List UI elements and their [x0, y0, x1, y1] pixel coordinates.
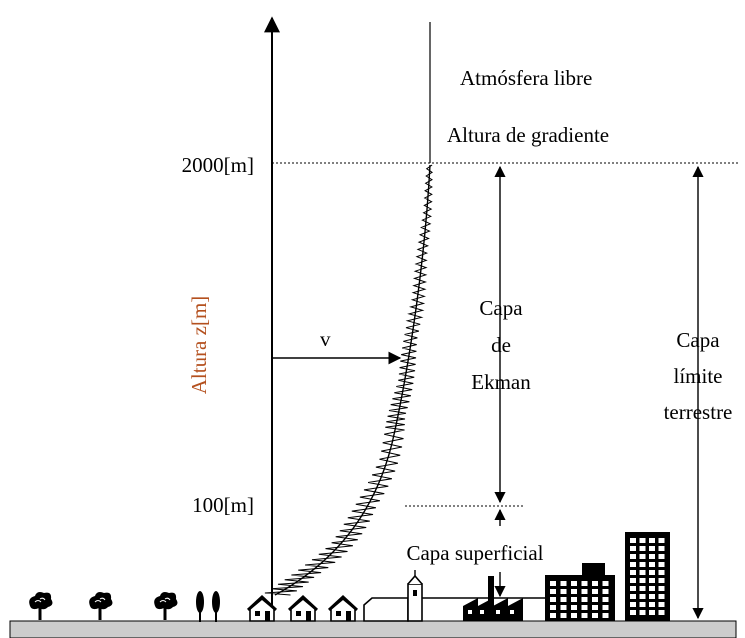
ground	[9, 620, 737, 638]
building-window	[639, 602, 646, 607]
building-window	[639, 570, 646, 575]
building-window	[592, 613, 598, 618]
tick-label-2000: 2000[m]	[182, 153, 254, 177]
tree-icon	[153, 591, 178, 621]
building-window	[581, 597, 588, 602]
building-window	[630, 554, 636, 559]
building-window	[560, 597, 567, 602]
building-window	[630, 586, 636, 591]
building-window	[649, 578, 655, 583]
building-window	[658, 586, 665, 591]
building-window	[602, 581, 609, 586]
building-window	[658, 538, 665, 543]
building-window	[581, 581, 588, 586]
building-window	[560, 605, 567, 610]
building-window	[550, 581, 556, 586]
building-window	[639, 538, 646, 543]
building-window	[571, 605, 577, 610]
boundary-label-line1: Capa	[676, 328, 720, 352]
building-window	[639, 562, 646, 567]
building-window	[649, 594, 655, 599]
church-icon	[363, 570, 423, 622]
building-window	[630, 578, 636, 583]
building-window	[571, 597, 577, 602]
turbulence-zigzag	[264, 164, 434, 596]
boundary-label-line3: terrestre	[664, 400, 733, 424]
tick-label-100: 100[m]	[192, 493, 254, 517]
building-window	[639, 586, 646, 591]
building-window	[560, 581, 567, 586]
building-window	[592, 581, 598, 586]
house-icon	[327, 595, 359, 623]
building-window	[658, 594, 665, 599]
building-window	[658, 578, 665, 583]
tree-icon	[88, 591, 113, 621]
building-icon	[625, 532, 670, 621]
building-window	[649, 554, 655, 559]
building-window	[550, 589, 556, 594]
building-window	[592, 597, 598, 602]
building-window	[639, 578, 646, 583]
building-window	[649, 538, 655, 543]
tree-icon	[196, 591, 204, 622]
velocity-label: v	[320, 327, 331, 351]
building-window	[649, 546, 655, 551]
building-window	[550, 613, 556, 618]
building-window	[658, 610, 665, 615]
building-window	[602, 589, 609, 594]
boundary-label-line2: límite	[674, 364, 723, 388]
building-window	[581, 605, 588, 610]
building-window	[581, 589, 588, 594]
gradient-height-label: Altura de gradiente	[447, 123, 609, 147]
building-icon	[545, 563, 615, 621]
building-window	[649, 602, 655, 607]
building-window	[658, 546, 665, 551]
building-window	[571, 589, 577, 594]
building-window	[550, 605, 556, 610]
building-window	[630, 538, 636, 543]
building-window	[560, 589, 567, 594]
ekman-label-line1: Capa	[479, 296, 523, 320]
building-window	[602, 613, 609, 618]
factory-icon	[463, 576, 523, 621]
velocity-profile-curve	[274, 164, 431, 596]
building-window	[560, 613, 567, 618]
building-window	[649, 610, 655, 615]
tree-icon	[212, 591, 220, 622]
building-window	[639, 546, 646, 551]
building-window	[571, 581, 577, 586]
building-window	[658, 554, 665, 559]
ekman-label-line3: Ekman	[471, 370, 531, 394]
building-window	[658, 570, 665, 575]
building-window	[571, 613, 577, 618]
building-window	[639, 554, 646, 559]
free-atmosphere-label: Atmósfera libre	[460, 66, 592, 90]
building-window	[602, 597, 609, 602]
building-window	[592, 605, 598, 610]
building-window	[630, 610, 636, 615]
building-window	[649, 562, 655, 567]
building-window	[630, 562, 636, 567]
building-window	[550, 597, 556, 602]
building-window	[630, 546, 636, 551]
building-window	[592, 589, 598, 594]
building-window	[630, 594, 636, 599]
ekman-label-line2: de	[491, 333, 511, 357]
building-window	[581, 613, 588, 618]
building-window	[630, 602, 636, 607]
building-window	[658, 562, 665, 567]
building-window	[630, 570, 636, 575]
house-icon	[287, 595, 319, 623]
building-window	[649, 570, 655, 575]
building-window	[649, 586, 655, 591]
building-window	[658, 602, 665, 607]
tree-icon	[28, 591, 53, 621]
building-window	[639, 610, 646, 615]
building-window	[639, 594, 646, 599]
y-axis-label: Altura z[m]	[187, 296, 211, 395]
building-window	[602, 605, 609, 610]
surface-layer-label: Capa superficial	[406, 541, 543, 565]
